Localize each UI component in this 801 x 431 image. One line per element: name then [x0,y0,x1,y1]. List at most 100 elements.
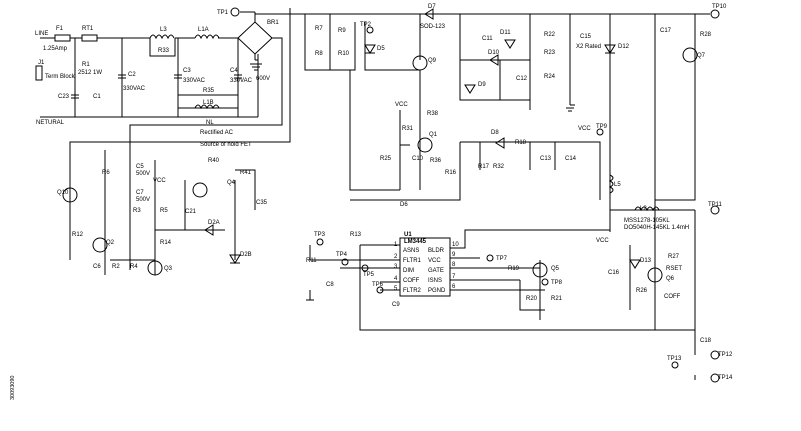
testpoint-tp7[interactable] [486,254,494,262]
testpoint-tp2[interactable] [366,26,374,34]
mosfet-q1 [417,137,433,153]
inductor-l1b [194,104,220,110]
diode-d7 [424,8,434,20]
testpoint-tp8[interactable] [541,278,549,286]
label-r35: R35 [203,88,215,94]
label-c1: C1 [93,94,101,100]
label-c13: C13 [540,156,552,162]
label-tp2: TP2 [360,22,372,28]
label-tp10: TP10 [712,4,727,10]
label-r3: R3 [133,208,141,214]
pin-pgnd: PGND [428,288,446,294]
inductor-l5 [608,174,614,194]
label-c3: C3 [183,68,191,74]
pin-bldr: BLDR [428,248,445,254]
pin-num-10: 10 [452,242,459,248]
pin-num-4: 4 [394,276,398,282]
label-d12: D12 [618,44,630,50]
diode-d12 [604,44,616,54]
ground-symbol [250,63,262,71]
label-d9: D9 [478,82,486,88]
thermistor-rt1 [81,34,98,42]
label-tp5: TP5 [363,272,375,278]
label-r41: R41 [240,170,252,176]
pin-isns: ISNS [428,278,442,284]
label-c9: C9 [392,302,400,308]
label-line: LINE [35,31,48,37]
label-c4: C4 [230,68,238,74]
label-q2: Q2 [106,240,115,246]
label-r24: R24 [544,74,556,80]
label-r40: R40 [208,158,220,164]
testpoint-tp13[interactable] [671,361,679,369]
label-coff: COFF [664,294,681,300]
label-vcc-4: VCC [596,238,609,244]
label-tp14: TP14 [718,375,733,381]
label-q9: Q9 [428,58,437,64]
label-r31: R31 [402,126,414,132]
label-r22: R22 [544,32,556,38]
label-q6: Q6 [666,276,675,282]
label-c7-val: 500V [136,197,150,203]
pin-num-1: 1 [394,242,398,248]
label-l1b: L1B [203,100,214,106]
label-c5-val: 500V [136,171,150,177]
label-r12: R12 [72,232,84,238]
label-r26: R26 [636,288,648,294]
label-d11: D11 [500,30,511,36]
label-c14: C14 [565,156,577,162]
transistor-q7 [682,47,698,63]
label-c12: C12 [516,76,528,82]
testpoint-tp12[interactable] [710,350,720,360]
mosfet-q5 [532,262,548,278]
wires [40,8,710,380]
mosfet-q9 [412,55,428,71]
label-r27: R27 [668,254,680,260]
capacitor-c1 [71,94,79,99]
testpoint-tp10[interactable] [710,9,720,19]
mosfet-q4 [192,182,208,198]
testpoint-tp5[interactable] [361,264,369,272]
label-x2-rated: X2 Rated [576,44,601,50]
label-l1a: L1A [198,27,209,33]
label-q7: Q7 [697,53,706,59]
label-sod: SOD-123 [420,24,446,30]
label-r36: R36 [430,158,442,164]
testpoint-tp6[interactable] [376,286,384,294]
pin-num-5: 5 [394,286,398,292]
label-r18: R18 [515,140,527,146]
label-source-hold-fet: Source of hold FET [200,142,252,148]
fuse-f1 [54,34,71,42]
connector-j1 [35,65,43,81]
label-r21: R21 [551,296,563,302]
label-q5: Q5 [551,266,560,272]
label-r19: R19 [508,266,520,272]
label-r13: R13 [350,232,362,238]
label-c18: C18 [700,338,712,344]
capacitor-c3 [174,74,182,79]
pin-num-7: 7 [452,274,456,280]
label-tp11: TP11 [708,202,723,208]
label-l5: L5 [614,182,621,188]
pin-dim: DIM [403,268,414,274]
testpoint-tp3[interactable] [316,238,324,246]
label-c23: C23 [58,94,70,100]
pin-num-8: 8 [452,262,456,268]
label-r11: R11 [306,258,317,264]
testpoint-tp4[interactable] [341,258,349,266]
label-tp4: TP4 [336,252,348,258]
testpoint-tp14[interactable] [710,373,720,383]
label-l3: L3 [160,27,167,33]
label-l2-val2: DO5040H-145KL 1.4mH [624,225,689,231]
testpoint-tp11[interactable] [710,205,720,215]
diode-d5 [364,44,376,54]
label-q3: Q3 [164,266,173,272]
label-vcc-3: VCC [153,178,166,184]
label-l2: L2 [640,206,647,212]
label-r5: R5 [160,208,168,214]
testpoint-tp1[interactable] [230,7,240,17]
label-d6: D6 [400,202,408,208]
testpoint-tp9[interactable] [596,128,604,136]
pin-num-6: 6 [452,284,456,290]
label-r1: R1 [82,62,90,68]
